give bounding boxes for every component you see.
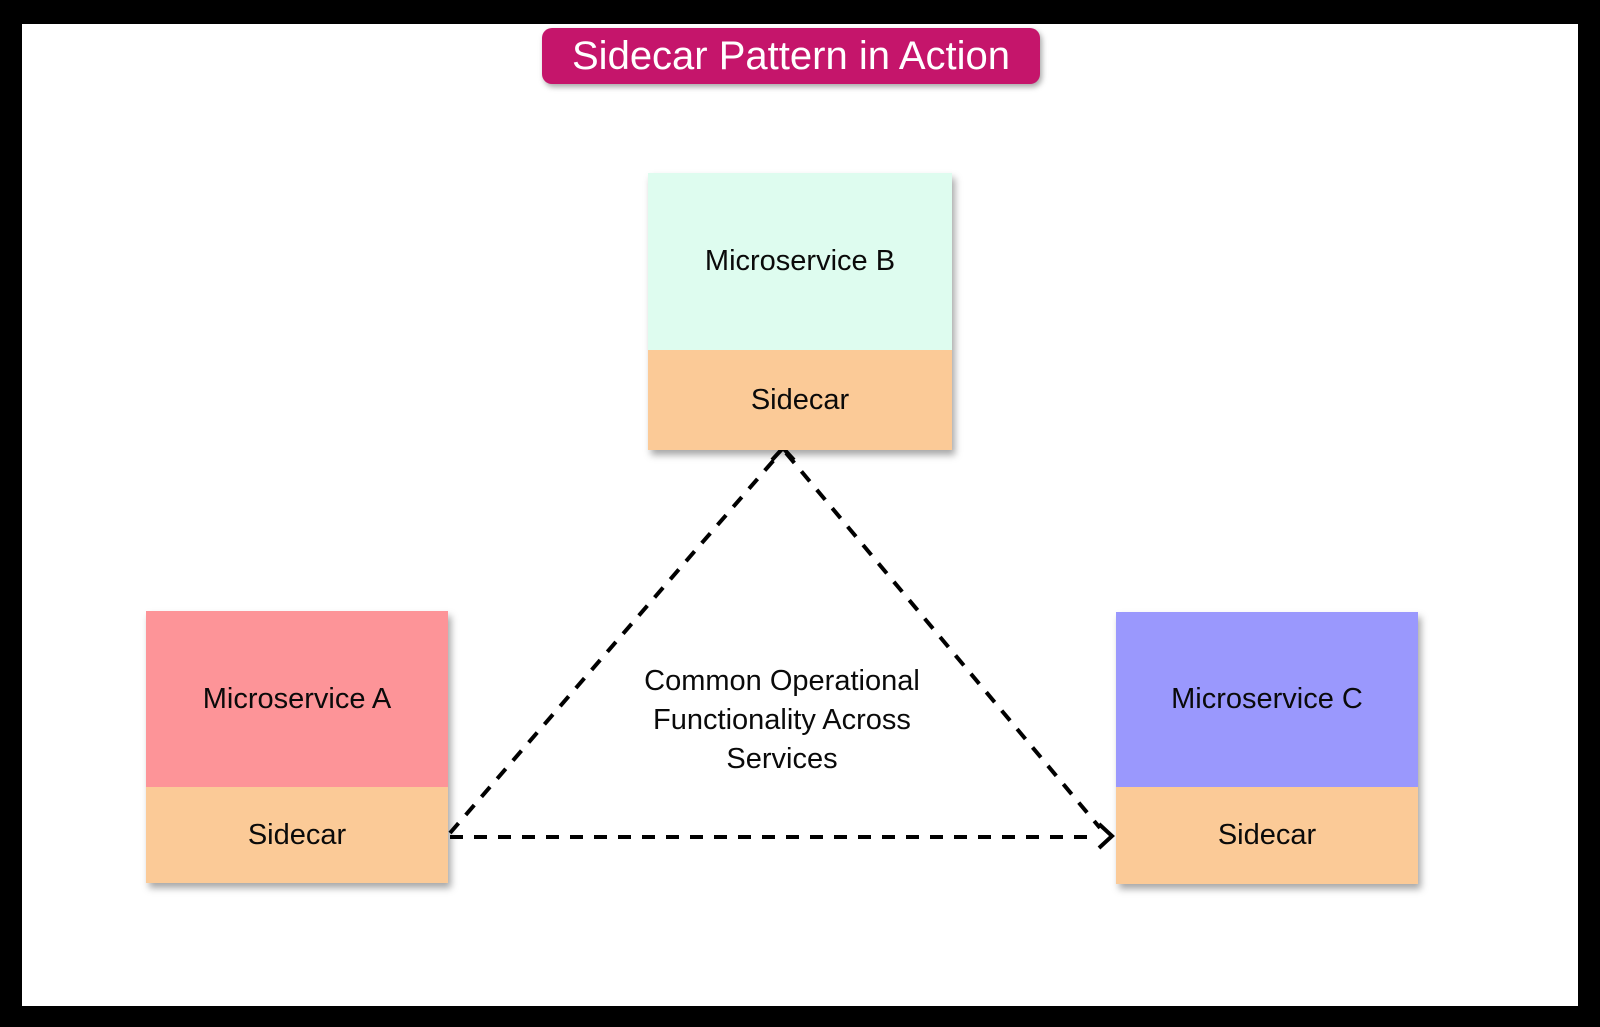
microservice-b-sidecar: Sidecar (648, 350, 952, 450)
microservice-b-box: Microservice B Sidecar (648, 173, 952, 450)
microservice-a-label: Microservice A (202, 682, 392, 715)
microservice-c-sidecar-label: Sidecar (1217, 819, 1317, 851)
diagram-title-badge: Sidecar Pattern in Action (542, 28, 1041, 84)
diagram-title: Sidecar Pattern in Action (572, 34, 1011, 78)
microservice-a-box: Microservice A Sidecar (146, 611, 448, 883)
center-annotation: Common Operational Functionality Across … (644, 665, 920, 775)
microservice-c-box: Microservice C Sidecar (1116, 612, 1418, 884)
microservice-b-label: Microservice B (704, 245, 896, 277)
microservice-b-body: Microservice B (648, 173, 952, 350)
microservice-a-body: Microservice A (146, 611, 448, 787)
microservice-a-sidecar-label: Sidecar (247, 818, 347, 851)
microservice-b-sidecar-label: Sidecar (750, 383, 850, 416)
microservice-c-sidecar: Sidecar (1116, 787, 1418, 884)
microservice-c-body: Microservice C (1116, 612, 1418, 787)
microservice-a-sidecar: Sidecar (146, 787, 448, 883)
microservice-c-label: Microservice C (1171, 683, 1363, 715)
